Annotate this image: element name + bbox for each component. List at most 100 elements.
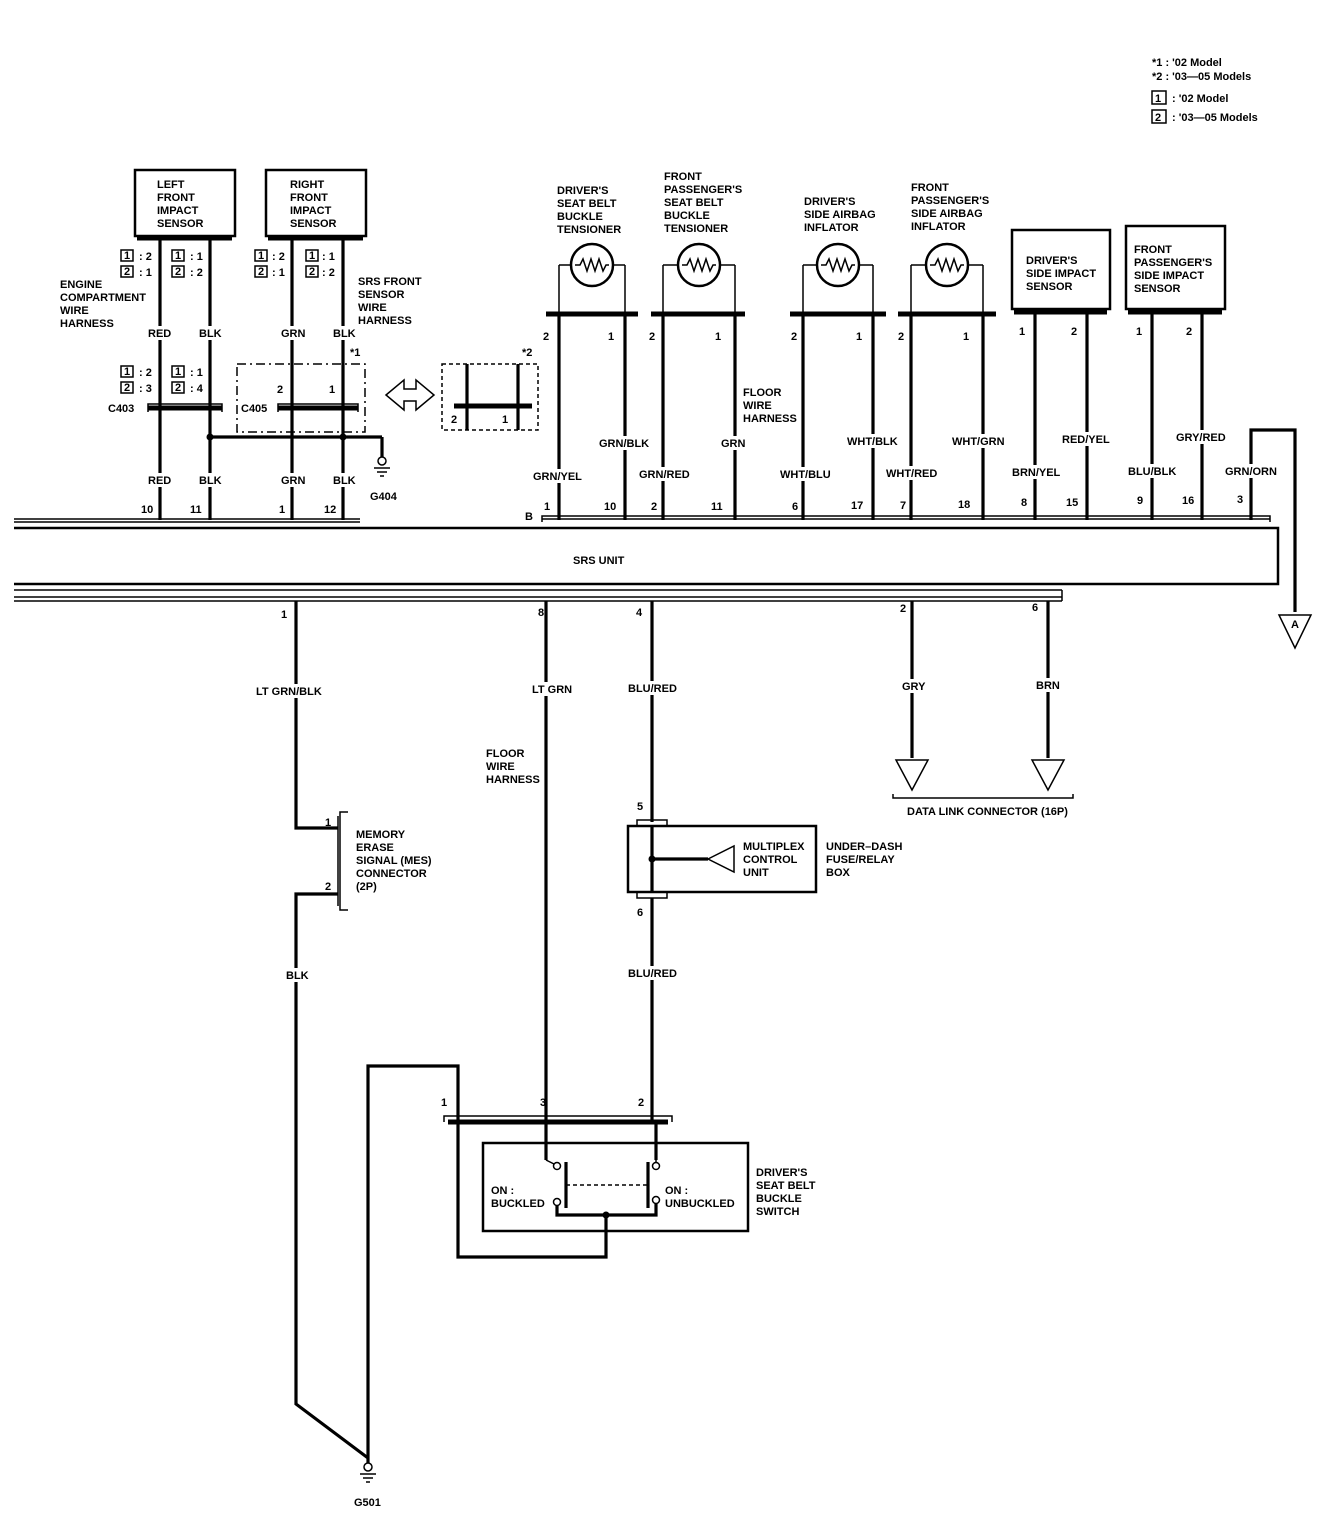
left-blk-model1-pin: : 1 [190, 251, 203, 263]
resistor-zigzag-icon [682, 256, 716, 274]
wire-label-grn: GRN [281, 328, 306, 340]
side-sensor-d-line: SIDE IMPACT [1026, 268, 1096, 280]
switch-lead [545, 1159, 555, 1165]
label-bg [778, 467, 830, 481]
front-passengers-seat-belt-buckle-tensioner: FRONT PASSENGER'S SEAT BELT BUCKLE TENSI… [649, 171, 745, 343]
inflator-p-line: PASSENGER'S [911, 195, 989, 207]
drivers-seat-belt-buckle-tensioner: DRIVER'S SEAT BELT BUCKLE TENSIONER 2 1 [543, 185, 638, 343]
right-sensor-line-4: SENSOR [290, 218, 337, 230]
label-bg [1010, 465, 1060, 479]
wire-label-gry: GRY [902, 681, 926, 693]
side-sensor-p-line: PASSENGER'S [1134, 257, 1212, 269]
floor-wire-harness-lower: FLOOR WIRE HARNESS [486, 748, 540, 786]
srs-pin: 6 [792, 501, 798, 513]
mcu-pin-6: 6 [637, 907, 643, 919]
right-sensor-line-2: FRONT [290, 192, 328, 204]
srs-pin: 12 [324, 504, 336, 516]
wire-label-grn-blk: GRN/BLK [599, 438, 649, 450]
under-dash-fuse-relay-box: 5 6 MULTIPLEX CONTROL UNIT UNDER–DASH FU… [626, 801, 902, 919]
harness-line: WIRE [743, 400, 772, 412]
tensioner-p-line: SEAT BELT [664, 197, 724, 209]
label-bg [280, 326, 306, 340]
srs-front-sensor-harness-label: SRS FRONT SENSOR WIRE HARNESS [358, 276, 422, 327]
c403-red-model2-pin: : 3 [139, 383, 152, 395]
tensioner-p-line: FRONT [664, 171, 702, 183]
star1-dashed-box [236, 363, 366, 433]
srs-unit-label: SRS UNIT [573, 555, 625, 567]
switch-pin-2: 2 [638, 1097, 644, 1109]
tensioner-d-pin-2: 2 [543, 331, 549, 343]
harness-line: SENSOR [358, 289, 405, 301]
side-sensor-d-line: SENSOR [1026, 281, 1073, 293]
pin-box-num: 1 [258, 250, 264, 262]
wire-label-lt-grn: LT GRN [532, 684, 572, 696]
srs-pin: 10 [141, 504, 153, 516]
label-bg [280, 473, 306, 487]
legend-box-1 [1151, 90, 1167, 105]
mes-connector-bracket [339, 811, 348, 911]
label-bg [846, 434, 898, 448]
right-blk-model1-pin: : 1 [322, 251, 335, 263]
pin-box [254, 249, 268, 262]
left-sensor-line-4: SENSOR [157, 218, 204, 230]
pin-box [305, 249, 319, 262]
wire-label-grn: GRN [281, 475, 306, 487]
wire-label-grn-yel: GRN/YEL [533, 471, 582, 483]
harness-line: FLOOR [486, 748, 525, 760]
arrow-a-label: A [1291, 619, 1299, 631]
switch-contact [552, 1161, 562, 1171]
wire-label-brn-yel: BRN/YEL [1012, 467, 1061, 479]
label-bg [146, 473, 174, 487]
star2-connector: *2 2 1 [441, 347, 539, 431]
ground-eyelet [363, 1462, 373, 1472]
left-blk-model2-pin: : 2 [190, 267, 203, 279]
arrow-a-offpage: A [1277, 614, 1313, 650]
drivers-side-airbag-inflator: DRIVER'S SIDE AIRBAG INFLATOR 2 1 [790, 196, 886, 343]
pin-box-num: 1 [124, 366, 130, 378]
wire-label-grn-orn: GRN/ORN [1225, 466, 1277, 478]
pin-box-num: 1 [309, 250, 315, 262]
squib-resistor-icon [569, 242, 615, 288]
harness-line: HARNESS [60, 318, 114, 330]
upper-right-wire-labels: GRN/BLK GRN WHT/BLK WHT/GRN RED/YEL GRY/… [531, 430, 1279, 483]
mcu-line: CONTROL [743, 854, 798, 866]
left-front-impact-sensor-box [133, 168, 237, 238]
side-sensor-p-line: FRONT [1134, 244, 1172, 256]
alternative-connector-arrow [384, 378, 436, 412]
label-bg [950, 434, 1006, 448]
wire-label-wht-blk: WHT/BLK [847, 436, 898, 448]
label-bg [326, 383, 338, 395]
resistor-zigzag-icon [821, 256, 855, 274]
side-sensor-p-line: SIDE IMPACT [1134, 270, 1204, 282]
drivers-side-impact-sensor: DRIVER'S SIDE IMPACT SENSOR 1 2 [1010, 228, 1112, 338]
label-bg [531, 469, 587, 483]
splice-dot [339, 433, 347, 441]
label-bg [627, 966, 675, 980]
mes-line: CONNECTOR [356, 868, 427, 880]
c403-label: C403 [108, 403, 134, 415]
ground-eyelet [377, 456, 387, 466]
c403-connector: C403 [108, 403, 223, 415]
pin-box [171, 249, 185, 262]
pin-box [120, 265, 134, 278]
side-sensor-d-pin-1: 1 [1019, 326, 1025, 338]
under-dash-line: BOX [826, 867, 851, 879]
switch-pin-1: 1 [441, 1097, 447, 1109]
wire-label-red: RED [148, 328, 171, 340]
pin-box-num: 2 [309, 266, 315, 278]
pin-box [305, 265, 319, 278]
srs-pin: 2 [900, 603, 906, 615]
wire-switch-pin1-to-ground [366, 1064, 460, 1458]
tensioner-p-line: BUCKLE [664, 210, 710, 222]
mes-line: ERASE [356, 842, 394, 854]
wire-label-blk: BLK [333, 328, 356, 340]
mes-line: MEMORY [356, 829, 406, 841]
harness-line: WIRE [486, 761, 515, 773]
resistor-zigzag-icon [930, 256, 964, 274]
inflator-d-pin-1: 1 [856, 331, 862, 343]
label-bg [198, 473, 224, 487]
label-bg [331, 326, 357, 340]
tensioner-p-pin-1: 1 [715, 331, 721, 343]
side-sensor-d-line: DRIVER'S [1026, 255, 1078, 267]
dlc-arrow [894, 759, 930, 792]
